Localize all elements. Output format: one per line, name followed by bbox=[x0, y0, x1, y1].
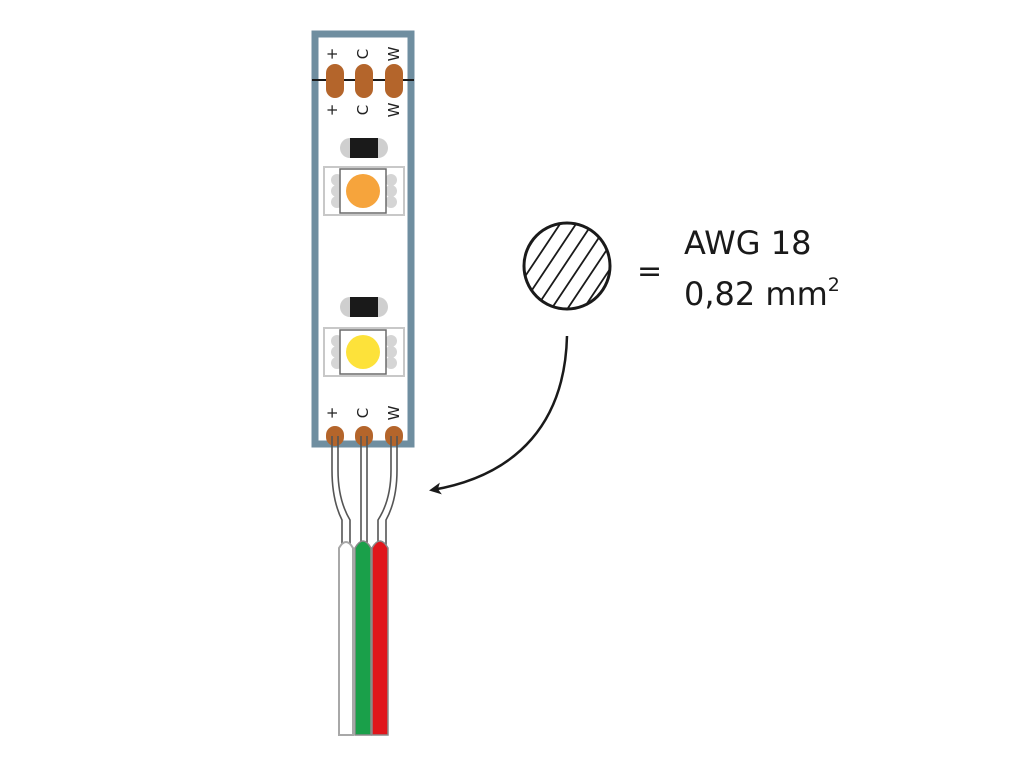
conductor-white bbox=[331, 436, 343, 548]
curved-arrow-icon bbox=[429, 335, 569, 495]
bottom-pad-labels: + C W bbox=[323, 405, 403, 420]
wire-white bbox=[338, 541, 354, 736]
conductor-red bbox=[377, 436, 392, 548]
awg-gauge-label: AWG 18 bbox=[684, 224, 811, 262]
pad-label-plus-mid: + bbox=[323, 104, 341, 117]
pad-label-c-mid: C bbox=[354, 105, 372, 115]
pad-label-w-bottom: W bbox=[385, 405, 403, 420]
solder-pad bbox=[385, 426, 403, 446]
area-superscript: 2 bbox=[828, 274, 840, 296]
smd-led-cool bbox=[323, 327, 405, 377]
pad-label-c-bottom: C bbox=[354, 408, 372, 418]
smd-resistor bbox=[340, 297, 388, 317]
insulated-wires bbox=[338, 540, 389, 736]
wire-red bbox=[371, 540, 389, 736]
wire-conductors bbox=[331, 436, 398, 548]
solder-pad bbox=[355, 64, 373, 98]
hatched-cross-section-icon bbox=[522, 221, 612, 311]
pad-label-c-top: C bbox=[354, 49, 372, 59]
smd-led-warm bbox=[323, 166, 405, 216]
pad-label-w-top: W bbox=[385, 46, 403, 61]
led-lens bbox=[346, 335, 380, 369]
top-pad-labels-lower: + C W bbox=[323, 102, 403, 117]
wire-green bbox=[354, 540, 372, 736]
pad-label-plus-top: + bbox=[323, 48, 341, 61]
led-lens bbox=[346, 174, 380, 208]
pad-label-plus-bottom: + bbox=[323, 407, 341, 420]
solder-pad bbox=[326, 426, 344, 446]
conductor-white bbox=[337, 436, 351, 548]
smd-resistor bbox=[340, 138, 388, 158]
solder-pad bbox=[385, 64, 403, 98]
top-solder-pads bbox=[326, 64, 403, 98]
solder-pad bbox=[326, 64, 344, 98]
equals-sign: = bbox=[637, 254, 662, 289]
cross-section-area-label: 0,82 mm2 bbox=[684, 274, 840, 313]
bottom-solder-pads bbox=[326, 426, 403, 446]
area-value: 0,82 mm bbox=[684, 275, 828, 313]
conductor-red bbox=[385, 436, 398, 548]
led-strip: + C W + C W bbox=[311, 30, 415, 448]
pad-label-w-mid: W bbox=[385, 102, 403, 117]
top-pad-labels-upper: + C W bbox=[323, 46, 403, 61]
wire-spec: = AWG 18 0,82 mm2 bbox=[637, 224, 840, 313]
solder-pad bbox=[355, 426, 373, 446]
